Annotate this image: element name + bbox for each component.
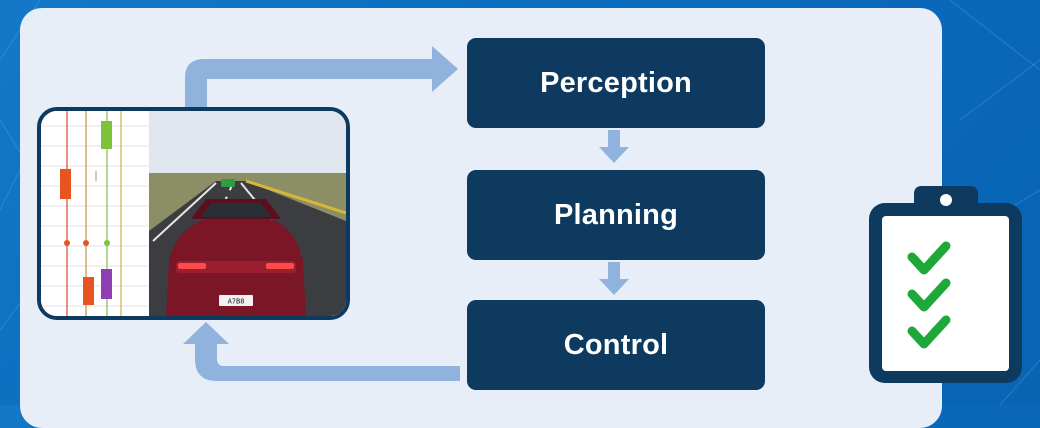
arrow-sim-to-perception xyxy=(185,46,458,107)
flow-arrows xyxy=(183,46,629,381)
stage-planning: Planning xyxy=(467,170,765,260)
stage-control: Control xyxy=(467,300,765,390)
stage-control-label: Control xyxy=(563,328,669,361)
stage-perception-label: Perception xyxy=(540,66,692,99)
clipboard-icon xyxy=(866,186,1026,391)
stage-perception: Perception xyxy=(467,38,765,128)
checkmark-icon xyxy=(907,315,951,349)
checkmark-icon xyxy=(907,278,951,312)
stage-planning-label: Planning xyxy=(553,198,679,231)
arrow-planning-to-control xyxy=(599,262,629,295)
road-scene: A7B8 xyxy=(149,111,346,316)
signal-chart-strip xyxy=(41,111,149,316)
arrow-perception-to-planning xyxy=(599,130,629,163)
checkmark-icon xyxy=(907,241,951,275)
license-plate: A7B8 xyxy=(228,298,245,306)
simulation-view: A7B8 xyxy=(37,107,350,320)
arrow-control-to-sim xyxy=(183,322,460,381)
